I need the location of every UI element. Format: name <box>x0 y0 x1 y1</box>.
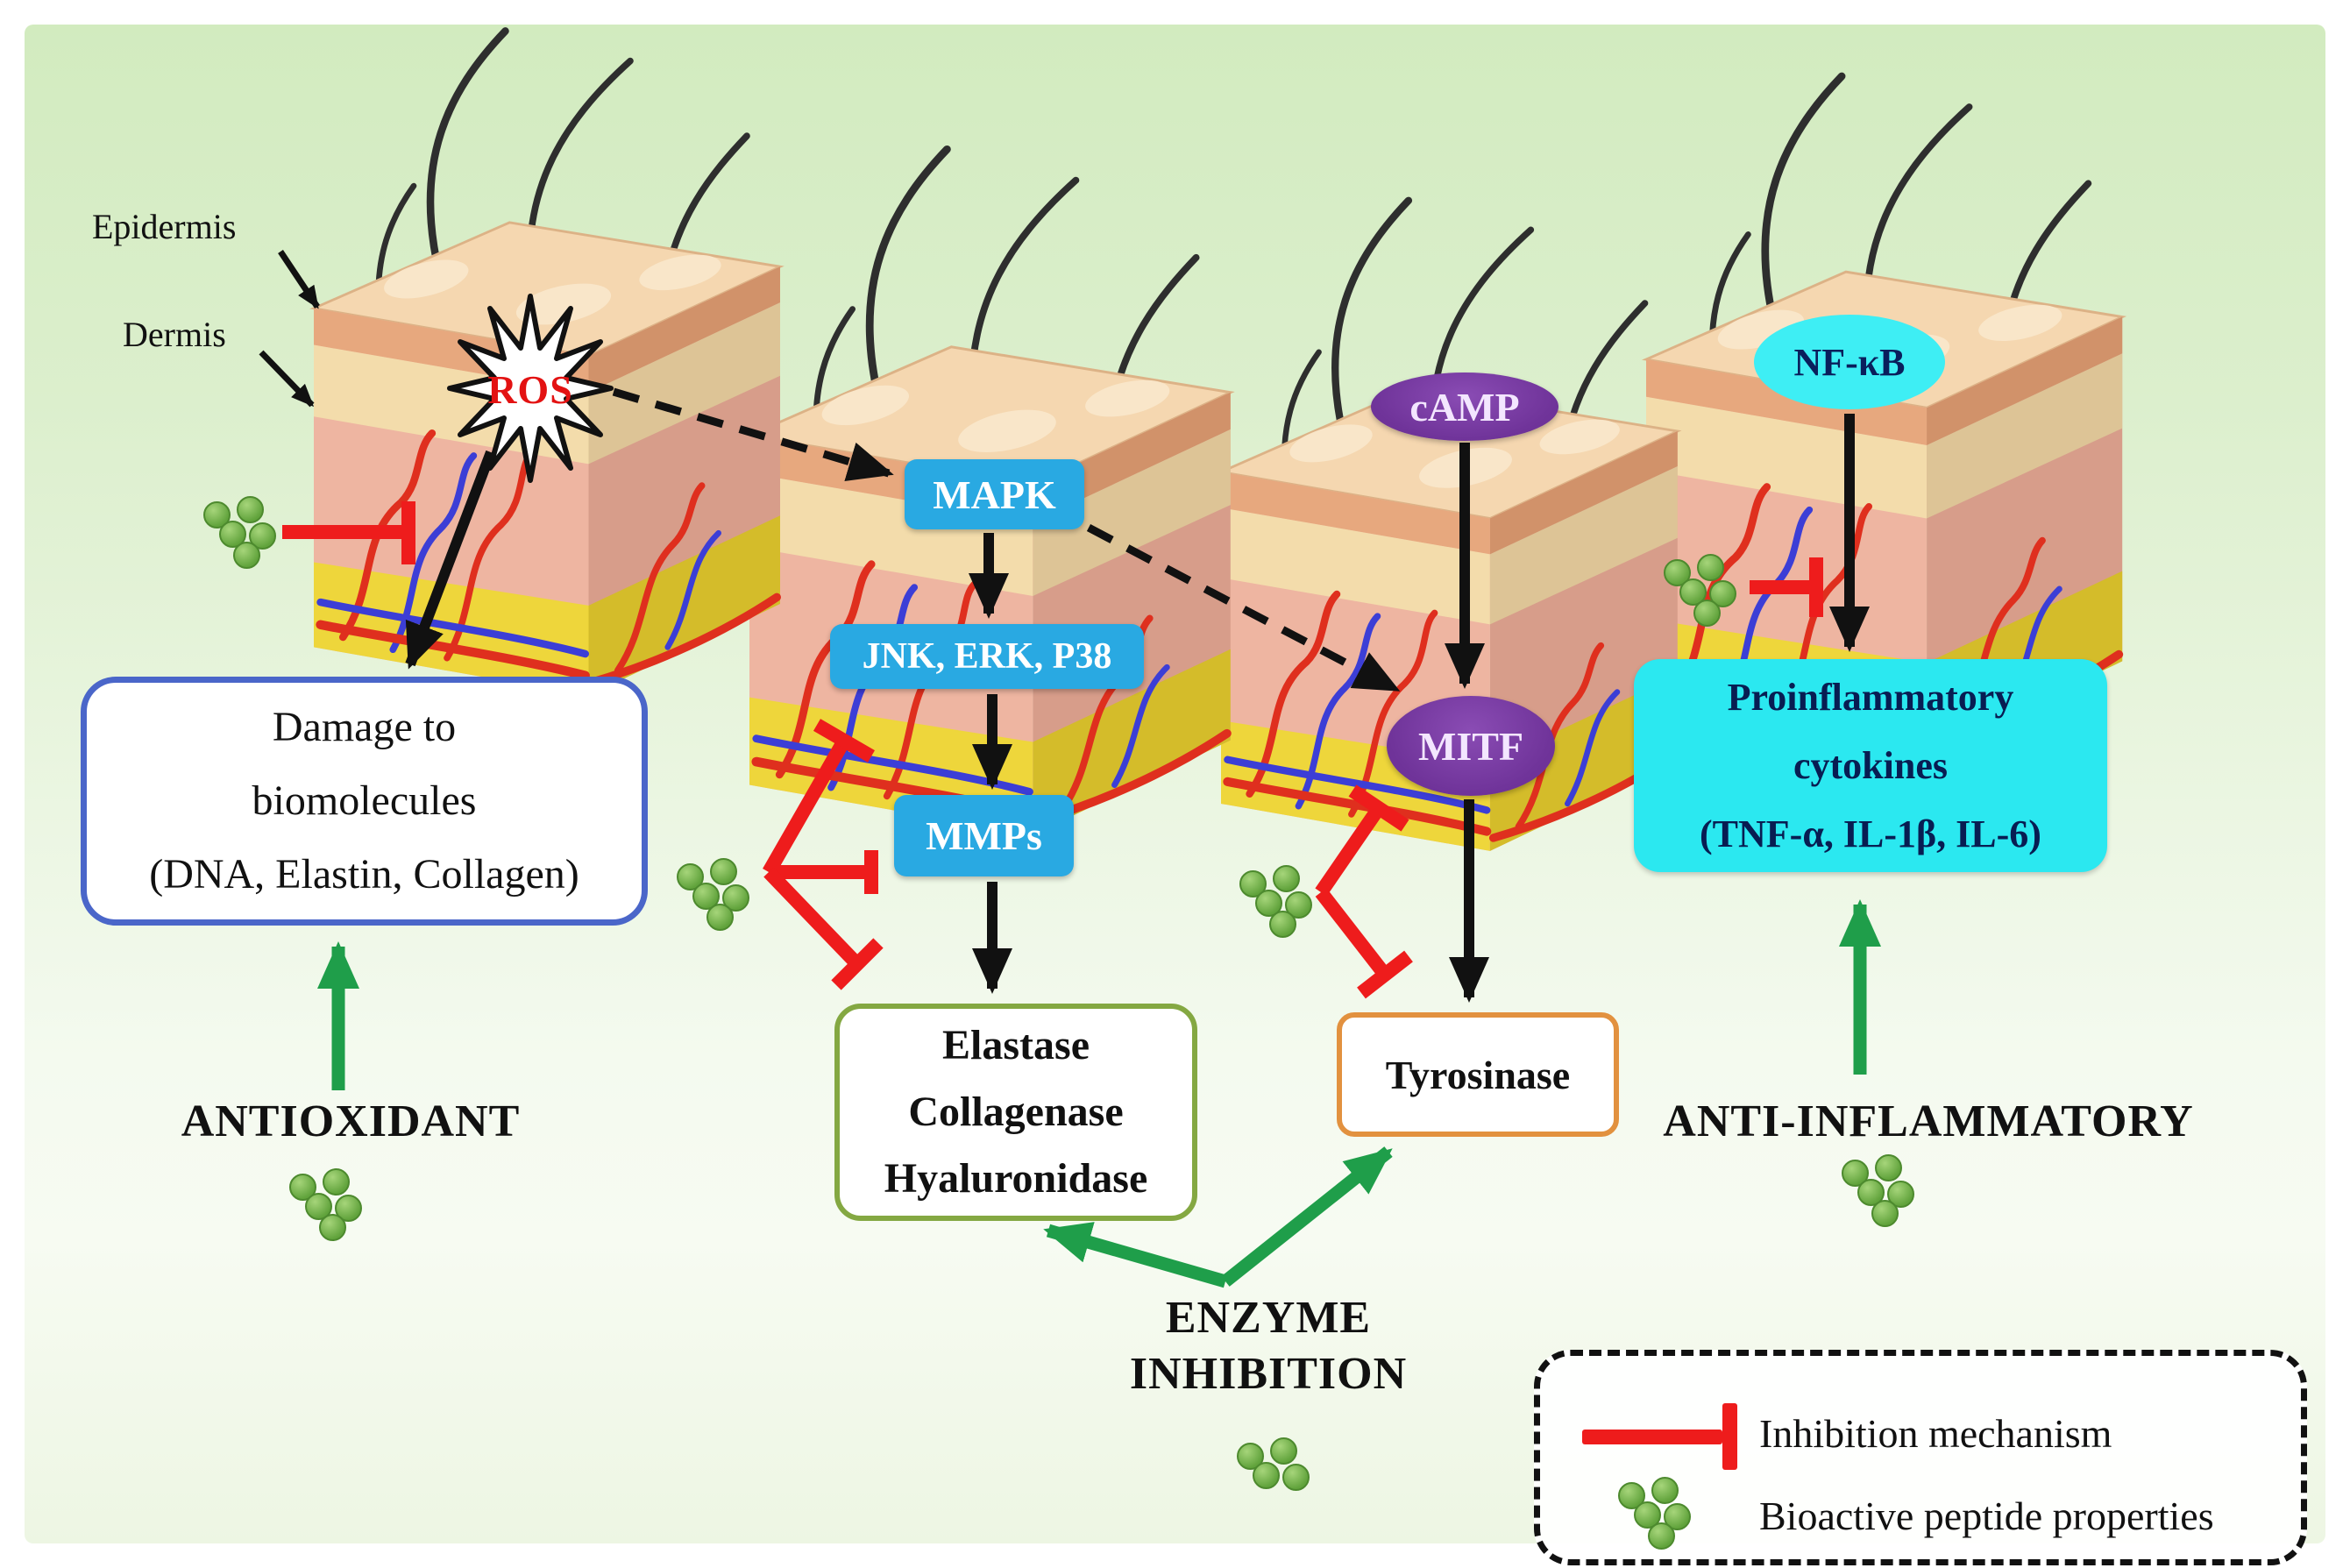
mitf-node: MITF <box>1387 696 1555 796</box>
tyrosinase-label: Tyrosinase <box>1385 1052 1571 1097</box>
inhibition-tbar-nfkb <box>1750 557 1823 617</box>
legend-inhibition-label: Inhibition mechanism <box>1759 1411 2112 1456</box>
camp-label: cAMP <box>1409 384 1520 429</box>
arrow-enzyme-inhibition-to-tyrosinase <box>1221 1146 1393 1287</box>
antioxidant-caption: ANTIOXIDANT <box>181 1096 521 1146</box>
enzyme-inhibition-line2: INHIBITION <box>1129 1349 1408 1399</box>
camp-node: cAMP <box>1371 372 1558 441</box>
dashed-arrow-mapk-to-mitf <box>1086 524 1401 692</box>
peptide-dots-mmps-fork <box>673 858 754 931</box>
damage-line1: Damage to <box>272 704 457 750</box>
peptide-dots-nfkb-tbar <box>1660 554 1741 627</box>
mmps-node: MMPs <box>894 795 1074 876</box>
jnk-erk-p38-label: JNK, ERK, P38 <box>862 636 1112 677</box>
dashed-arrow-ros-to-mapk <box>612 387 894 481</box>
green-dots-icon <box>1615 1477 1695 1550</box>
enzymes-box: Elastase Collagenase Hyaluronidase <box>834 1004 1197 1221</box>
enzyme-inhibition-caption: ENZYME INHIBITION <box>1040 1290 1496 1402</box>
damage-line3: (DNA, Elastin, Collagen) <box>149 851 579 898</box>
peptide-dots-antioxidant-caption <box>286 1168 366 1241</box>
cytokines-line3: (TNF-α, IL-1β, IL-6) <box>1700 812 2041 855</box>
anti-inflammatory-caption: ANTI-INFLAMMATORY <box>1663 1096 2194 1146</box>
damage-line2: biomolecules <box>252 777 477 824</box>
mitf-label: MITF <box>1417 723 1524 769</box>
peptide-dots-mitf-fork <box>1236 865 1317 938</box>
legend-box: Inhibition mechanism Bioactive peptide p… <box>1534 1350 2307 1565</box>
enzyme-inhibition-line1: ENZYME <box>1165 1293 1372 1343</box>
peptide-dots-antiinflammatory-caption <box>1838 1154 1919 1227</box>
cytokines-line2: cytokines <box>1793 743 1948 787</box>
red-t-bar-icon <box>1582 1403 1771 1470</box>
tyrosinase-box: Tyrosinase <box>1337 1012 1619 1137</box>
cytokines-line1: Proinflammatory <box>1727 675 2014 719</box>
cytokines-box: Proinflammatory cytokines (TNF-α, IL-1β,… <box>1634 659 2107 872</box>
inhibition-tbar-antioxidant <box>282 501 415 564</box>
mapk-node: MAPK <box>905 459 1084 529</box>
dermis-pointer-arrow <box>259 350 315 408</box>
inhibition-fork-mmps-pathway <box>763 719 884 990</box>
enzymes-line3: Hyaluronidase <box>884 1155 1148 1202</box>
epidermis-pointer-arrow <box>278 250 320 309</box>
mmps-label: MMPs <box>926 813 1042 858</box>
damage-biomolecules-box: Damage to biomolecules (DNA, Elastin, Co… <box>81 677 648 926</box>
peptide-dots-enzyme-caption <box>1233 1437 1314 1509</box>
jnk-erk-p38-node: JNK, ERK, P38 <box>830 624 1144 689</box>
epidermis-label: Epidermis <box>92 207 237 246</box>
mapk-label: MAPK <box>933 472 1056 517</box>
nfkb-label: NF-κB <box>1793 340 1906 384</box>
arrow-ros-to-damage <box>405 450 496 670</box>
enzymes-line1: Elastase <box>942 1022 1090 1068</box>
ros-node-label: ROS <box>487 366 573 412</box>
skin-block-illustration-4 <box>1646 76 2122 755</box>
arrow-enzyme-inhibition-to-enzymes <box>1043 1222 1228 1288</box>
ros-burst-icon <box>447 294 614 483</box>
enzymes-line2: Collagenase <box>908 1089 1124 1135</box>
dermis-label: Dermis <box>123 315 226 354</box>
nfkb-node: NF-κB <box>1754 315 1945 409</box>
inhibition-fork-mitf-tyrosinase <box>1315 784 1413 999</box>
peptide-dots-antioxidant-tbar <box>200 496 280 569</box>
legend-peptides-label: Bioactive peptide properties <box>1759 1494 2214 1538</box>
